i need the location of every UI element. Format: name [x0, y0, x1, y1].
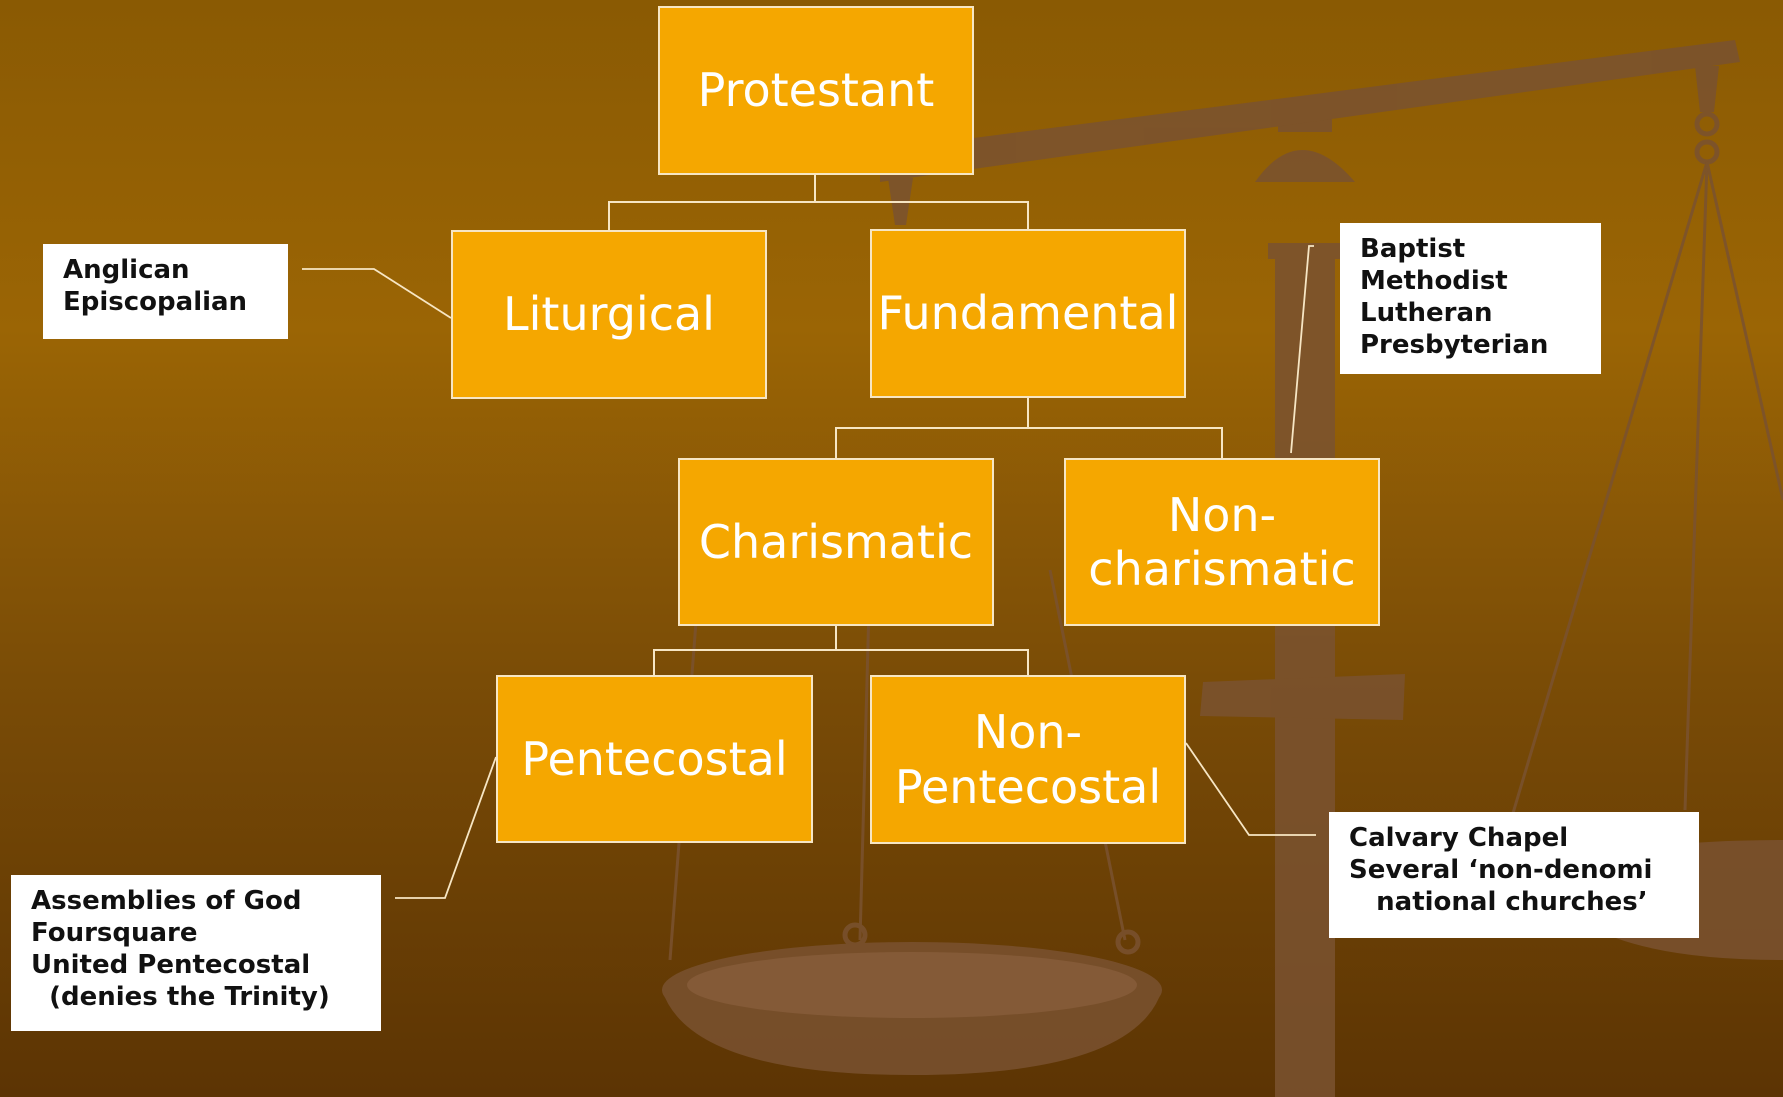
note-line: Anglican: [63, 255, 190, 285]
non-charismatic-label: Non- charismatic: [1088, 487, 1356, 596]
note-line: Methodist: [1360, 266, 1508, 296]
liturgical-node: Liturgical: [451, 230, 767, 399]
non-pentecostal-label: Non- Pentecostal: [894, 705, 1162, 814]
note-line: Episcopalian: [63, 287, 248, 317]
non-charismatic-node: Non- charismatic: [1064, 458, 1380, 626]
note-line: Assemblies of God: [31, 886, 302, 916]
note-line: Lutheran: [1360, 298, 1493, 328]
note-line: (denies the Trinity): [31, 982, 330, 1012]
note-line: Foursquare: [31, 918, 198, 948]
charismatic-label: Charismatic: [698, 514, 974, 569]
note-line: national churches’: [1349, 887, 1648, 917]
pentecostal-node: Pentecostal: [496, 675, 813, 843]
non-pentecostal-node: Non- Pentecostal: [870, 675, 1186, 844]
note-line: Baptist: [1360, 234, 1466, 264]
pentecostal-examples-note: Assemblies of God Foursquare United Pent…: [11, 875, 381, 1031]
protestant-label: Protestant: [697, 63, 935, 118]
pentecostal-label: Pentecostal: [521, 731, 788, 786]
note-line: United Pentecostal: [31, 950, 311, 980]
note-line: Calvary Chapel: [1349, 823, 1569, 853]
charismatic-node: Charismatic: [678, 458, 994, 626]
liturgical-label: Liturgical: [503, 287, 715, 342]
liturgical-examples-note: Anglican Episcopalian: [43, 244, 288, 339]
callout-connectors: [302, 245, 1316, 899]
note-line: Presbyterian: [1360, 330, 1549, 360]
fundamental-label: Fundamental: [877, 286, 1179, 341]
fundamental-node: Fundamental: [870, 229, 1186, 398]
note-line: Several ‘non-denomi: [1349, 855, 1653, 885]
protestant-node: Protestant: [658, 6, 974, 175]
non-pentecostal-examples-note: Calvary Chapel Several ‘non-denomi natio…: [1329, 812, 1699, 938]
non-charismatic-examples-note: Baptist Methodist Lutheran Presbyterian: [1340, 223, 1601, 374]
hierarchy-connectors: [608, 175, 1223, 675]
balance-scale-illustration: [662, 40, 1783, 1097]
